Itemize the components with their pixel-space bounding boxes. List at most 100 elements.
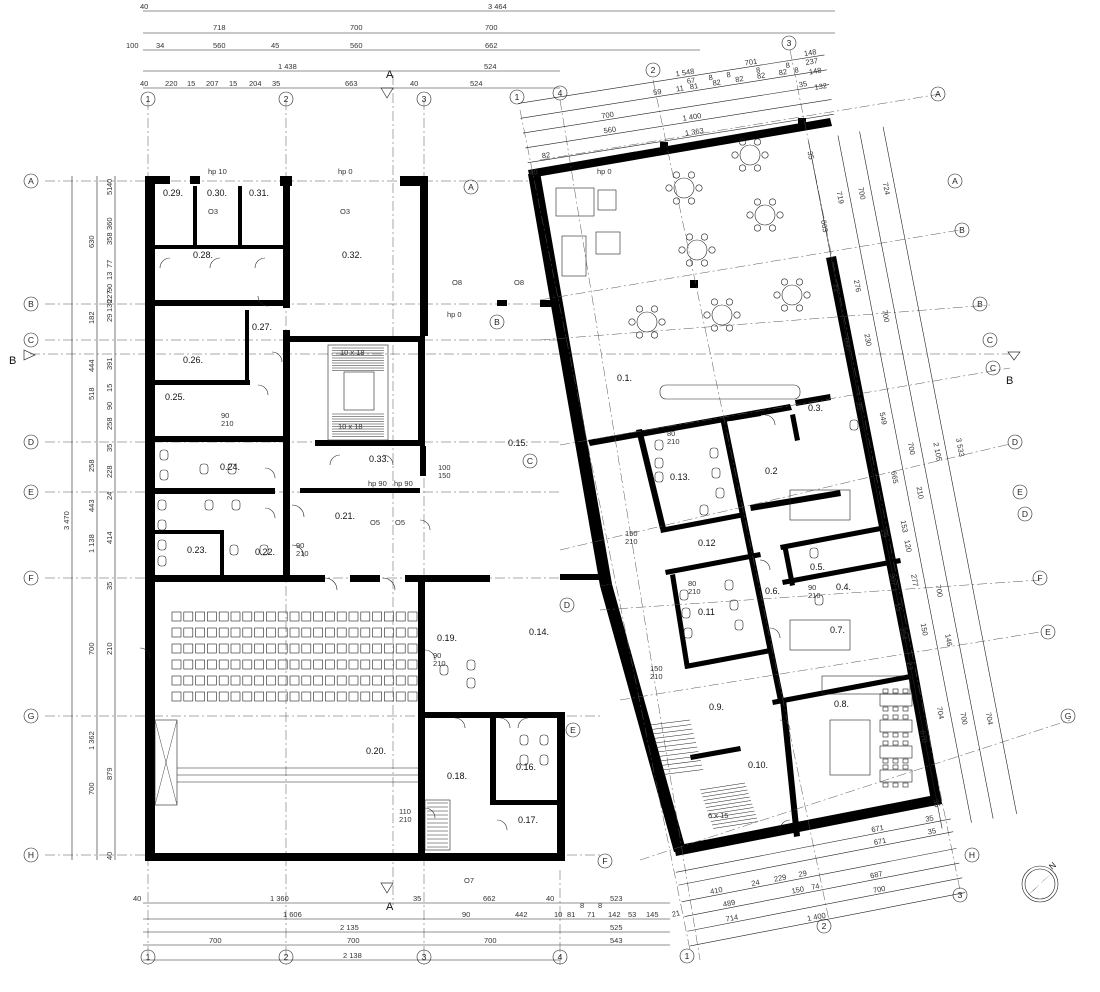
svg-text:277: 277 — [909, 573, 920, 587]
wc-fixture — [439, 664, 449, 676]
chair — [628, 318, 636, 326]
stair-tread — [704, 796, 750, 805]
svg-text:3: 3 — [958, 890, 963, 900]
wc-fixture — [466, 659, 476, 671]
axis-col-1-top: 1 — [140, 91, 156, 107]
stair-tread — [654, 737, 695, 744]
svg-text:1 606: 1 606 — [283, 910, 302, 919]
seat — [395, 643, 406, 654]
axis-col-2-top: 2 — [278, 91, 294, 107]
svg-text:10: 10 — [554, 910, 562, 919]
svg-text:148: 148 — [808, 66, 822, 77]
chair — [753, 138, 761, 146]
seat — [242, 643, 253, 654]
seat — [254, 659, 264, 670]
seat — [207, 691, 217, 702]
seat — [348, 691, 359, 702]
seat — [360, 611, 371, 622]
svg-text:3 470: 3 470 — [62, 511, 71, 530]
svg-text:3: 3 — [787, 38, 792, 48]
seat — [336, 611, 347, 622]
svg-text:80: 80 — [667, 429, 675, 438]
svg-text:8: 8 — [785, 61, 791, 71]
svg-text:40: 40 — [140, 79, 148, 88]
svg-text:8: 8 — [755, 65, 761, 75]
seat — [289, 611, 300, 622]
seat — [183, 659, 194, 670]
svg-text:53: 53 — [628, 910, 636, 919]
svg-text:700: 700 — [958, 712, 969, 726]
svg-text:1 362: 1 362 — [87, 731, 96, 750]
north-arrow-icon: N — [1021, 860, 1059, 903]
seat — [254, 611, 264, 622]
room-0-25: 0.25. — [165, 392, 185, 402]
svg-text:110: 110 — [399, 807, 411, 816]
svg-text:687: 687 — [869, 869, 883, 880]
svg-text:258: 258 — [105, 417, 114, 430]
svg-text:120: 120 — [902, 539, 913, 553]
wc-fixture — [849, 419, 859, 431]
seat — [277, 643, 288, 654]
stair-tread — [702, 789, 748, 798]
wc-fixture — [157, 499, 167, 511]
svg-text:227: 227 — [105, 290, 114, 303]
wc-fixture — [699, 504, 709, 516]
room-0-22: 0.22. — [255, 547, 275, 557]
svg-text:1 360: 1 360 — [270, 894, 289, 903]
svg-text:35: 35 — [806, 150, 816, 160]
axis-row-a: A — [23, 173, 39, 189]
wc-fixture — [159, 449, 169, 461]
seat — [289, 675, 300, 686]
svg-text:29: 29 — [105, 314, 114, 322]
axis-row-g: G — [23, 708, 39, 724]
svg-text:40: 40 — [140, 2, 148, 11]
svg-text:410: 410 — [709, 885, 723, 896]
svg-text:hp 90: hp 90 — [368, 479, 387, 488]
stair-tread — [699, 782, 746, 791]
seat — [171, 659, 182, 670]
svg-text:35: 35 — [927, 826, 937, 836]
svg-text:210: 210 — [625, 537, 638, 546]
svg-text:67: 67 — [686, 76, 696, 86]
chair — [882, 758, 889, 764]
svg-text:130: 130 — [105, 299, 114, 312]
wc-fixture — [683, 627, 693, 639]
svg-text:210: 210 — [221, 419, 234, 428]
top-dimensions: 40 3 464 718 700 700 100 34 560 45 560 6… — [126, 2, 835, 89]
svg-text:663: 663 — [345, 79, 358, 88]
auditorium-seating — [154, 611, 418, 806]
wc-fixture — [809, 547, 819, 559]
room-0-4: 0.4. — [836, 582, 851, 592]
wc-fixture — [204, 499, 214, 511]
chair — [650, 331, 658, 339]
svg-text:414: 414 — [105, 531, 114, 544]
svg-text:549: 549 — [878, 411, 889, 425]
svg-text:hp 90: hp 90 — [394, 479, 413, 488]
svg-text:15: 15 — [893, 602, 903, 612]
wc-fixture — [231, 499, 241, 511]
svg-text:B: B — [1006, 375, 1013, 387]
chair — [892, 758, 899, 764]
seat — [230, 627, 241, 638]
chair — [672, 171, 680, 179]
chair — [658, 318, 666, 326]
svg-text:700: 700 — [484, 936, 497, 945]
svg-text:210: 210 — [914, 486, 925, 500]
chair — [882, 764, 889, 770]
svg-text:132: 132 — [814, 81, 828, 92]
svg-text:4: 4 — [558, 952, 563, 962]
svg-text:148: 148 — [803, 47, 817, 58]
seat — [395, 675, 406, 686]
seat — [195, 675, 205, 686]
svg-text:210: 210 — [808, 591, 821, 600]
axis-bubbles-right: A A B B C C D E D F E G H 1 2 3 1 2 3 — [509, 35, 1076, 964]
chair — [892, 782, 899, 788]
seat — [242, 691, 253, 702]
chair — [678, 246, 686, 254]
svg-text:207: 207 — [206, 79, 219, 88]
wc-fixtures — [157, 419, 859, 766]
svg-text:B: B — [494, 317, 500, 327]
svg-text:C: C — [987, 335, 993, 345]
seat — [195, 659, 205, 670]
svg-text:35: 35 — [798, 79, 808, 89]
